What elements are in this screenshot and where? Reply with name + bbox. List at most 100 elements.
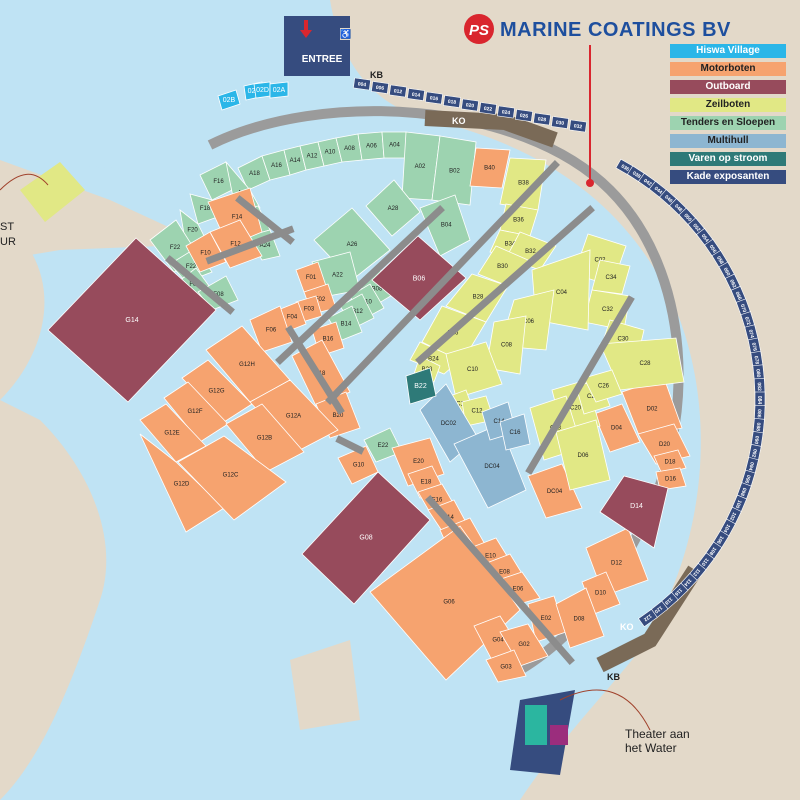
quay-stand[interactable]: 020 bbox=[461, 98, 479, 112]
stand-label-b20: B20 bbox=[333, 413, 344, 419]
quay-stand-box[interactable] bbox=[371, 81, 389, 94]
stand-a28[interactable] bbox=[365, 179, 421, 237]
theater-line1: Theater aan bbox=[625, 727, 690, 741]
brand-name: MARINE COATINGS BV bbox=[500, 19, 731, 41]
quay-stand-box[interactable] bbox=[443, 95, 461, 108]
stand-b04[interactable] bbox=[419, 194, 471, 257]
stand-f06[interactable] bbox=[249, 305, 293, 353]
quay-stand-label: 100 bbox=[734, 499, 743, 509]
stand-g14[interactable] bbox=[47, 237, 217, 403]
stand-label-02a: 02A bbox=[273, 87, 286, 94]
quay-stand-box[interactable] bbox=[638, 608, 658, 628]
quay-stand-box[interactable] bbox=[353, 77, 371, 91]
stand-label-b14: B14 bbox=[341, 322, 352, 328]
quay-stand[interactable]: 012 bbox=[389, 84, 407, 98]
stand-label-f04: F04 bbox=[287, 315, 298, 321]
land-island bbox=[290, 640, 360, 730]
stand-d14[interactable] bbox=[599, 475, 669, 549]
quay-stand[interactable]: 122 bbox=[638, 608, 658, 628]
stand-b22[interactable] bbox=[405, 367, 437, 405]
stand-d04[interactable] bbox=[593, 403, 641, 453]
stand-label-c22: C22 bbox=[587, 394, 599, 400]
stand-label-d08: D08 bbox=[573, 617, 585, 623]
quay-stand[interactable]: 018 bbox=[443, 95, 461, 108]
quay-stand[interactable]: 014 bbox=[407, 88, 425, 101]
stand-g03[interactable] bbox=[485, 649, 527, 683]
stand-label-g12a: G12A bbox=[286, 414, 301, 420]
stand-label-d04: D04 bbox=[611, 426, 623, 432]
stand-label-b08: B08 bbox=[372, 287, 383, 293]
stand-label-d06: D06 bbox=[577, 453, 589, 459]
quay-stand[interactable]: 084 bbox=[754, 391, 766, 409]
stand-d06[interactable] bbox=[555, 419, 611, 491]
stand-label-b30: B30 bbox=[497, 264, 508, 270]
side-text-1: ST bbox=[0, 221, 14, 233]
stand-label-f10: F10 bbox=[200, 251, 211, 257]
quay-stand-label: 026 bbox=[519, 113, 528, 120]
quay-stand[interactable]: 006 bbox=[371, 81, 389, 94]
stand-dc04[interactable] bbox=[527, 463, 583, 519]
quay-stand[interactable]: 030 bbox=[551, 116, 569, 129]
stand-label-g12d: G12D bbox=[174, 482, 190, 488]
stand-d16[interactable] bbox=[655, 467, 687, 491]
quay-stand-label: 102 bbox=[728, 511, 737, 521]
entrance-building[interactable] bbox=[284, 16, 350, 76]
quay-stand[interactable]: 004 bbox=[353, 77, 371, 91]
stand-f10[interactable] bbox=[185, 231, 227, 273]
quay-stand-box[interactable] bbox=[461, 98, 479, 112]
quay-stand[interactable]: 022 bbox=[479, 102, 497, 115]
quay-stand-box[interactable] bbox=[515, 109, 533, 122]
stand-label-g12b: G12B bbox=[257, 436, 272, 442]
side-block[interactable] bbox=[20, 162, 85, 222]
quay-stand[interactable]: 024 bbox=[497, 105, 515, 119]
quay-stand[interactable]: 032 bbox=[569, 119, 587, 133]
stand-b40[interactable] bbox=[469, 147, 511, 189]
quay-stand[interactable]: 028 bbox=[533, 112, 551, 126]
stand-label-a04: A04 bbox=[389, 143, 400, 149]
quay-stand-box[interactable] bbox=[389, 84, 407, 98]
stand-label-f16: F16 bbox=[213, 179, 224, 185]
quay-stand-box[interactable] bbox=[497, 105, 515, 119]
theater-seating bbox=[550, 725, 568, 745]
stand-c34[interactable] bbox=[591, 259, 631, 295]
quay-stand-label: 046 bbox=[663, 194, 673, 204]
brand-stand-marker[interactable] bbox=[586, 179, 594, 187]
stand-g12b[interactable] bbox=[225, 403, 305, 473]
quay-stand-label: 120 bbox=[653, 604, 663, 614]
quay-stand[interactable]: 026 bbox=[515, 109, 533, 122]
stand-label-c20: C20 bbox=[570, 406, 582, 412]
quay-stand-box[interactable] bbox=[569, 119, 587, 133]
stand-d08[interactable] bbox=[555, 587, 605, 649]
stand-g08[interactable] bbox=[301, 471, 431, 605]
stand-label-e22: E22 bbox=[378, 443, 389, 449]
stand-b02[interactable] bbox=[431, 135, 477, 206]
stand-label-02b: 02B bbox=[223, 97, 236, 104]
quay-stand-box[interactable] bbox=[407, 88, 425, 101]
stand-label-f12: F12 bbox=[230, 242, 241, 248]
side-arrow bbox=[0, 173, 49, 191]
kb-label-bottom: KB bbox=[607, 672, 620, 682]
quay-stand-box[interactable] bbox=[551, 116, 569, 129]
quay-stand-box[interactable] bbox=[533, 112, 551, 126]
quay-stand[interactable]: 082 bbox=[753, 378, 766, 396]
stand-label-g12h: G12H bbox=[239, 362, 255, 368]
quay-stand-box[interactable] bbox=[425, 91, 443, 105]
stand-g12c[interactable] bbox=[177, 435, 287, 521]
stand-label-dc04: DC04 bbox=[547, 489, 563, 495]
theater-stage bbox=[525, 705, 547, 745]
stand-c26[interactable] bbox=[583, 369, 623, 403]
stand-02b[interactable] bbox=[217, 89, 241, 111]
quay-stand-label: 030 bbox=[555, 120, 564, 127]
stand-c16[interactable] bbox=[499, 413, 531, 451]
quay-stand-label: 060 bbox=[722, 267, 731, 277]
stand-02a[interactable] bbox=[269, 81, 289, 99]
quay-stand[interactable]: 016 bbox=[425, 91, 443, 105]
stand-label-c10: C10 bbox=[467, 367, 479, 373]
stand-b06[interactable] bbox=[371, 235, 467, 321]
quay-stand-box[interactable] bbox=[479, 102, 497, 115]
quay-stand-label: 104 bbox=[722, 523, 731, 533]
stand-label-e02: E02 bbox=[541, 616, 552, 622]
stand-c10[interactable] bbox=[445, 341, 503, 399]
